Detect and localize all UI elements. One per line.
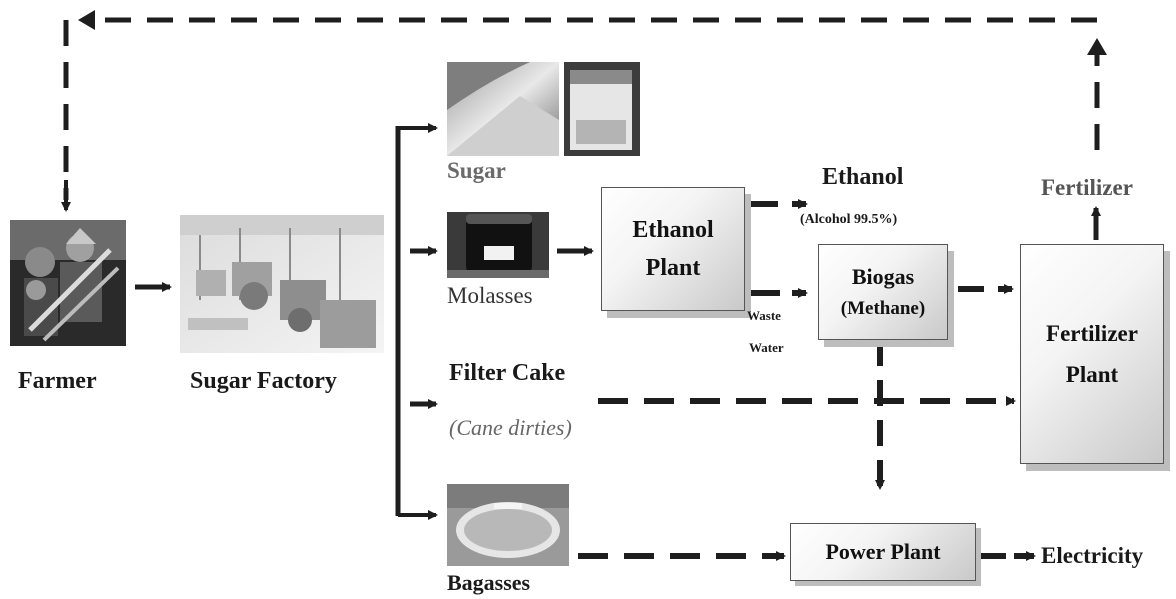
- alcohol-purity-label: (Alcohol 99.5%): [800, 212, 898, 227]
- sugar-label: Sugar: [447, 158, 506, 183]
- fertilizer-label: Fertilizer: [1041, 175, 1133, 200]
- farmer-photo: [10, 220, 126, 346]
- fertilizer-plant-box: Fertilizer Plant: [1020, 244, 1164, 464]
- electricity-label: Electricity: [1041, 543, 1144, 568]
- waste-label: Waste: [747, 308, 781, 323]
- cane-dirties-label: (Cane dirties): [449, 415, 572, 440]
- sugar-factory-label: Sugar Factory: [190, 368, 337, 394]
- biogas-label-line1: Biogas: [851, 264, 915, 290]
- bagasses-photo: [447, 484, 569, 566]
- sugar-bag-photo: [564, 62, 640, 156]
- farmer-label: Farmer: [18, 368, 97, 394]
- fertilizer-plant-label-line1: Fertilizer: [1046, 320, 1138, 346]
- ethanol-plant-label-line1: Ethanol: [632, 216, 714, 243]
- ethanol-label: Ethanol: [822, 164, 904, 190]
- ethanol-plant-box: Ethanol Plant: [601, 187, 745, 311]
- filter-cake-label: Filter Cake: [449, 360, 566, 386]
- bagasses-label: Bagasses: [447, 570, 531, 595]
- molasses-photo: [447, 212, 549, 278]
- biogas-box: Biogas (Methane): [818, 244, 948, 340]
- fertilizer-return-loop: [63, 17, 1100, 200]
- sugar-factory-photo: [180, 215, 384, 353]
- loop-arrowhead-left: [78, 10, 95, 30]
- ethanol-plant-label-line2: Plant: [645, 255, 701, 281]
- biogas-label-line2: (Methane): [840, 298, 926, 320]
- water-label: Water: [749, 340, 784, 355]
- loop-arrowhead-up: [1087, 38, 1107, 55]
- molasses-label: Molasses: [447, 283, 533, 308]
- fertilizer-plant-label-line2: Plant: [1065, 362, 1119, 387]
- power-plant-box: Power Plant: [790, 523, 976, 581]
- sugar-pile-photo: [447, 62, 559, 156]
- power-plant-label: Power Plant: [825, 539, 941, 564]
